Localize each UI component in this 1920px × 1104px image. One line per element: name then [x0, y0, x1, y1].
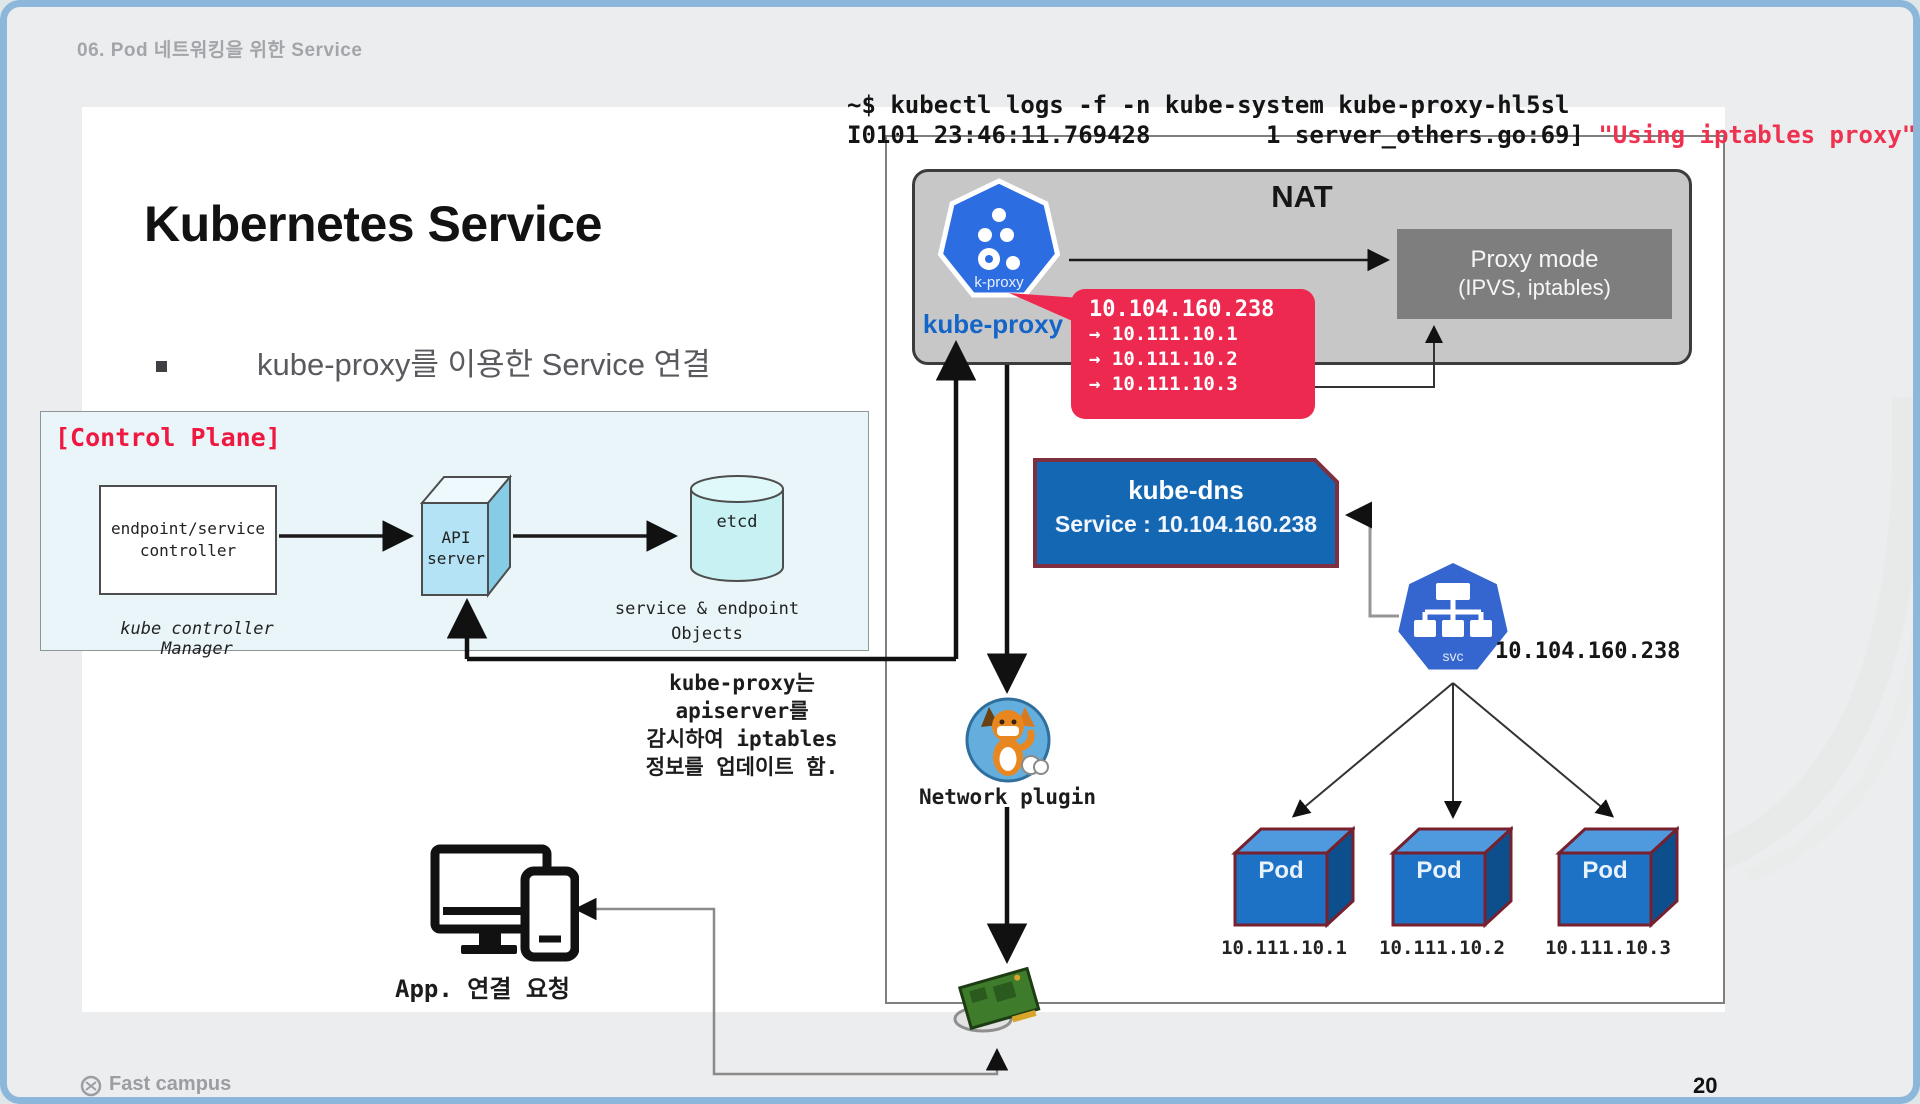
kube-proxy-label: kube-proxy [922, 309, 1064, 339]
pod-cube-icon [1231, 825, 1355, 929]
pod-cube-icon [1555, 825, 1679, 929]
svc-icon-label: svc [1443, 648, 1464, 664]
nat-title: NAT [1271, 179, 1333, 214]
pod-3-label: Pod [1582, 857, 1628, 884]
fastcampus-logo-icon [80, 1075, 102, 1097]
app-request-label: App. 연결 요청 [395, 975, 571, 1003]
kube-proxy-icon: k-proxy [937, 178, 1061, 298]
terminal-line-2-plain: I0101 23:46:11.769428 1 server_others.go… [847, 121, 1599, 149]
kube-proxy-annotation: kube-proxy는 apiserver를 감시하여 iptables 정보를… [645, 671, 839, 779]
etcd-caption: service & endpoint Objects [614, 599, 800, 644]
proxy-mode-line1: Proxy mode [1470, 246, 1599, 273]
endpoint-service-controller-box: endpoint/service controller [99, 485, 277, 595]
control-plane-title: [Control Plane] [55, 423, 281, 452]
nat-endpoint-1: → 10.111.10.1 [1089, 323, 1238, 345]
page-title: Kubernetes Service [144, 196, 602, 252]
kube-dns-service-ip: Service : 10.104.160.238 [1054, 511, 1318, 537]
svc-ip: 10.104.160.238 [1495, 639, 1681, 664]
nat-endpoint-3: → 10.111.10.3 [1089, 373, 1238, 395]
nat-table-callout: 10.104.160.238 → 10.111.10.1 → 10.111.10… [1071, 289, 1315, 419]
terminal-line-1: ~$ kubectl logs -f -n kube-system kube-p… [847, 91, 1570, 119]
pod-2-label: Pod [1416, 857, 1462, 884]
etcd-cylinder-icon [690, 475, 784, 582]
controller-line1: endpoint/service [110, 519, 266, 538]
bullet-marker [156, 361, 167, 372]
etcd-label: etcd [716, 512, 758, 532]
controller-line2: controller [139, 541, 237, 560]
proxy-mode-line2: (IPVS, iptables) [1458, 275, 1611, 300]
footer-brand: Fast campus [109, 1073, 232, 1095]
api-server-label: API server [427, 528, 485, 568]
kube-dns-box [1033, 458, 1339, 568]
watermark-swoosh [1711, 396, 1913, 884]
kube-proxy-icon-text: k-proxy [974, 274, 1024, 291]
proxy-mode-box: Proxy mode (IPVS, iptables) [1397, 229, 1672, 319]
nat-service-ip: 10.104.160.238 [1089, 297, 1275, 322]
pod-3-ip: 10.111.10.3 [1545, 937, 1671, 959]
svc-icon: svc [1398, 563, 1508, 670]
kube-dns-name: kube-dns [1128, 475, 1244, 505]
terminal-line-2-highlight: "Using iptables proxy" [1598, 121, 1917, 149]
api-server-cube-icon [420, 474, 512, 598]
network-plugin-icon [965, 697, 1051, 783]
page-number: 20 [1693, 1073, 1718, 1098]
network-card-icon [953, 967, 1041, 1033]
terminal-line-2: I0101 23:46:11.769428 1 server_others.go… [847, 121, 1917, 149]
slide-header: 06. Pod 네트워킹을 위한 Service [77, 40, 363, 61]
nat-endpoint-2: → 10.111.10.2 [1089, 348, 1238, 370]
network-plugin-label: Network plugin [918, 785, 1096, 809]
kube-controller-manager-caption: kube controller Manager [120, 619, 274, 659]
bullet-text: kube-proxy를 이용한 Service 연결 [257, 347, 711, 382]
app-devices-icon [430, 844, 579, 962]
pod-1-ip: 10.111.10.1 [1221, 937, 1347, 959]
pod-1-label: Pod [1258, 857, 1304, 884]
pod-cube-icon [1389, 825, 1513, 929]
pod-2-ip: 10.111.10.2 [1379, 937, 1505, 959]
